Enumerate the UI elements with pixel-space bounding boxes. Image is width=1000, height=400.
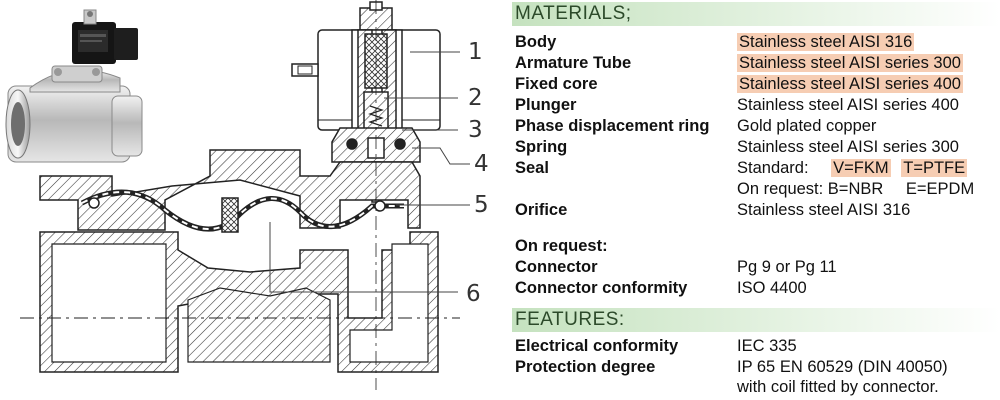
- callout-2: 2: [468, 85, 483, 111]
- feature-value: with coil fitted by connector.: [737, 378, 939, 396]
- material-row-seal: Seal Standard: V=FKM T=PTFE: [512, 158, 1000, 179]
- material-row-seal-on-request: On request: B=NBR E=EPDM: [512, 179, 1000, 200]
- material-label: Phase displacement ring: [515, 117, 710, 135]
- material-label: Body: [515, 33, 557, 51]
- material-value: Stainless steel AISI series 400: [737, 96, 959, 114]
- material-row-plunger: Plunger Stainless steel AISI series 400: [512, 95, 1000, 116]
- valve-cross-section-drawing: [5, 0, 470, 390]
- feature-row-protection-degree: Protection degree IP 65 EN 60529 (DIN 40…: [512, 357, 1000, 378]
- callout-leaders: [269, 51, 470, 293]
- material-label: Seal: [515, 159, 549, 177]
- option-label: Connector: [515, 258, 598, 276]
- material-label: Spring: [515, 138, 568, 156]
- feature-row-protection-note: with coil fitted by connector.: [512, 377, 1000, 398]
- material-row-orifice: Orifice Stainless steel AISI 316: [512, 200, 1000, 221]
- callout-3: 3: [468, 117, 483, 143]
- seal-on-request-label: On request: B=NBR: [737, 180, 884, 198]
- seal-option-fkm: V=FKM: [831, 159, 891, 177]
- features-header: FEATURES:: [512, 308, 1000, 332]
- material-value: Stainless steel AISI 316: [737, 33, 915, 51]
- material-label: Fixed core: [515, 75, 598, 93]
- feature-label: Electrical conformity: [515, 337, 679, 355]
- valve-drawing-area: 1 2 3 4 5 6: [5, 0, 489, 390]
- feature-value: IEC 335: [737, 337, 797, 355]
- material-label: Armature Tube: [515, 54, 632, 72]
- material-row-fixed-core: Fixed core Stainless steel AISI series 4…: [512, 74, 1000, 95]
- on-request-header: On request:: [515, 237, 608, 255]
- option-row-connector-conformity: Connector conformity ISO 4400: [512, 278, 1000, 299]
- material-row-armature-tube: Armature Tube Stainless steel AISI serie…: [512, 53, 1000, 74]
- material-row-spring: Spring Stainless steel AISI series 300: [512, 137, 1000, 158]
- material-label: Plunger: [515, 96, 577, 114]
- callout-5: 5: [474, 192, 489, 218]
- material-row-body: Body Stainless steel AISI 316: [512, 32, 1000, 53]
- feature-value: IP 65 EN 60529 (DIN 40050): [737, 358, 948, 376]
- material-value: Stainless steel AISI series 300: [737, 138, 959, 156]
- material-label: Orifice: [515, 201, 568, 219]
- callout-4: 4: [474, 151, 489, 177]
- seal-standard-label: Standard:: [737, 159, 809, 177]
- valve-section: [20, 0, 460, 390]
- option-label: Connector conformity: [515, 279, 688, 297]
- material-value: Stainless steel AISI 316: [737, 201, 911, 219]
- material-row-phase-ring: Phase displacement ring Gold plated copp…: [512, 116, 1000, 137]
- seal-option-ptfe: T=PTFE: [901, 159, 968, 177]
- specifications-panel: MATERIALS; Body Stainless steel AISI 316…: [512, 0, 1000, 400]
- feature-row-electrical-conformity: Electrical conformity IEC 335: [512, 336, 1000, 357]
- option-row-connector: Connector Pg 9 or Pg 11: [512, 257, 1000, 278]
- materials-header: MATERIALS;: [512, 2, 1000, 26]
- option-value: ISO 4400: [737, 279, 807, 297]
- feature-label: Protection degree: [515, 358, 656, 376]
- valve-photo: [5, 9, 143, 163]
- option-value: Pg 9 or Pg 11: [737, 258, 837, 276]
- seal-option-epdm: E=EPDM: [905, 180, 975, 198]
- callout-6: 6: [466, 281, 481, 307]
- material-value: Gold plated copper: [737, 117, 877, 135]
- material-value: Stainless steel AISI series 400: [737, 75, 963, 93]
- callout-1: 1: [468, 39, 483, 65]
- on-request-header-row: On request:: [512, 236, 1000, 257]
- material-value: Stainless steel AISI series 300: [737, 54, 963, 72]
